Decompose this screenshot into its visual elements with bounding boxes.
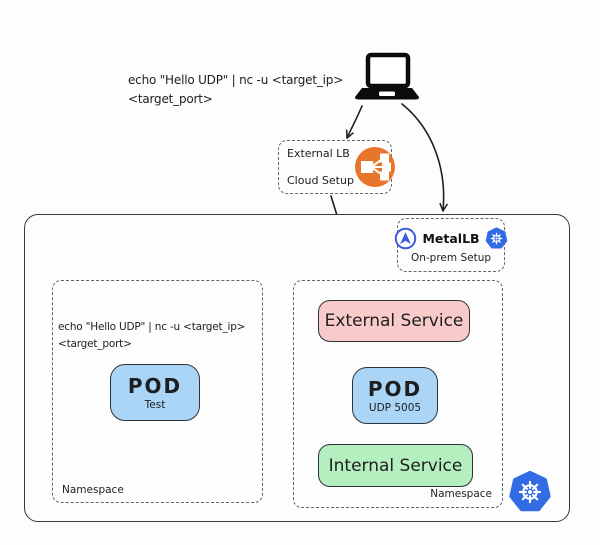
metallb-logo-icon (394, 227, 417, 250)
arrow-laptop-to-external-lb (345, 105, 363, 139)
arrow-laptop-to-metallb (401, 103, 448, 212)
laptop-icon (352, 52, 422, 102)
external-service-box: External Service (318, 300, 470, 342)
metallb-box: MetalLB On-prem Setup (394, 218, 508, 272)
external-service-label: External Service (324, 311, 464, 331)
namespace-right-label: Namespace (430, 488, 492, 500)
pod-command-line1: echo "Hello UDP" | nc -u <target_ip> (58, 321, 246, 333)
pod-udp-title: POD (367, 377, 423, 401)
pod-command-text: echo "Hello UDP" | nc -u <target_ip> <ta… (58, 319, 245, 353)
external-lb-subtitle: Cloud Setup (287, 174, 354, 187)
pod-udp-subtitle: UDP 5005 (368, 402, 422, 414)
kubernetes-logo-icon-small (485, 226, 508, 250)
pod-command-line2: <target_port> (58, 338, 132, 350)
external-lb-title: External LB (287, 147, 350, 160)
pod-test-subtitle: Test (144, 399, 166, 411)
client-command-line1: echo "Hello UDP" | nc -u <target_ip> (128, 73, 344, 87)
namespace-right-box: Namespace (293, 280, 503, 508)
pod-udp-box: POD UDP 5005 (352, 367, 438, 424)
aws-load-balancer-icon (354, 146, 396, 188)
internal-service-box: Internal Service (318, 444, 473, 487)
client-command-line2: <target_port> (128, 92, 213, 106)
namespace-left-box: echo "Hello UDP" | nc -u <target_ip> <ta… (52, 280, 263, 503)
client-command-text: echo "Hello UDP" | nc -u <target_ip> <ta… (128, 71, 343, 109)
pod-test-title: POD (127, 374, 183, 398)
internal-service-label: Internal Service (328, 455, 463, 476)
external-lb-box: External LB Cloud Setup (278, 140, 395, 194)
kubernetes-logo-icon (508, 470, 552, 514)
metallb-title: MetalLB (422, 230, 480, 246)
pod-test-box: POD Test (110, 364, 200, 421)
namespace-left-label: Namespace (62, 484, 124, 496)
metallb-subtitle: On-prem Setup (410, 251, 492, 264)
